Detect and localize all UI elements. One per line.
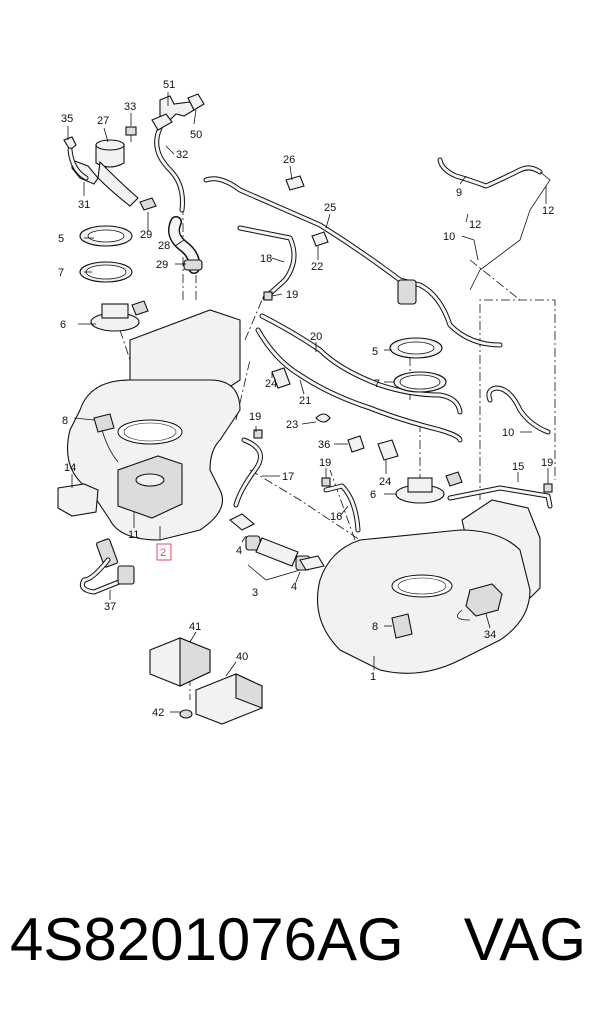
- callout-7: 7: [58, 267, 64, 279]
- wiring-harness: [79, 538, 135, 595]
- callout-3: 3: [252, 587, 258, 599]
- callout-5b: 5: [372, 346, 378, 358]
- callout-51: 51: [163, 79, 175, 91]
- highlighted-callout-box: [156, 543, 172, 561]
- callout-42: 42: [152, 707, 164, 719]
- callout-19d: 19: [319, 457, 331, 469]
- callout-17: 17: [282, 471, 294, 483]
- callout-33: 33: [124, 101, 136, 113]
- callout-23: 23: [286, 419, 298, 431]
- callout-8: 8: [62, 415, 68, 427]
- callout-32: 32: [176, 149, 188, 161]
- left-seal-stack: [79, 225, 149, 332]
- callout-22: 22: [311, 261, 323, 273]
- callout-12b: 12: [469, 219, 481, 231]
- callout-34: 34: [484, 629, 496, 641]
- right-tank-half: [316, 499, 541, 674]
- right-seal-stack: [389, 337, 463, 504]
- callout-6b: 6: [370, 489, 376, 501]
- left-tank-half: [57, 309, 263, 541]
- crossover-tube: [229, 513, 325, 581]
- callout-8b: 8: [372, 621, 378, 633]
- callout-19c: 19: [249, 411, 261, 423]
- callout-28: 28: [158, 240, 170, 252]
- callout-6: 6: [60, 319, 66, 331]
- footer: 4S8201076AG VAG: [0, 890, 600, 990]
- brand-label: VAG: [463, 906, 586, 973]
- callout-5: 5: [58, 233, 64, 245]
- control-units: [149, 637, 263, 725]
- callout-27: 27: [97, 115, 109, 127]
- callout-15: 15: [512, 461, 524, 473]
- callout-9: 9: [456, 187, 462, 199]
- callout-24: 24: [265, 378, 277, 390]
- callout-50: 50: [190, 129, 202, 141]
- callout-21: 21: [299, 395, 311, 407]
- callout-29b: 29: [156, 259, 168, 271]
- callout-1: 1: [370, 671, 376, 683]
- callout-41: 41: [189, 621, 201, 633]
- callout-leaders: [67, 92, 549, 713]
- callout-26: 26: [283, 154, 295, 166]
- filler-neck-group: [63, 93, 205, 274]
- callout-4: 4: [236, 545, 242, 557]
- callout-18: 18: [260, 253, 272, 265]
- part-number: 4S8201076AG: [10, 906, 404, 973]
- callout-24b: 24: [379, 476, 391, 488]
- callout-14: 14: [64, 462, 76, 474]
- callout-19: 19: [286, 289, 298, 301]
- callout-19e: 19: [541, 457, 553, 469]
- callout-16: 16: [330, 511, 342, 523]
- callout-2-highlighted: 2: [160, 547, 166, 559]
- callout-35: 35: [61, 113, 73, 125]
- callout-20: 20: [310, 331, 322, 343]
- callout-10b: 10: [502, 427, 514, 439]
- fuel-tank-exploded-diagram: 51 33 35 27 50 32 31 29 28 29 26 25 18 2…: [57, 79, 556, 725]
- callout-29: 29: [140, 229, 152, 241]
- callout-36: 36: [318, 439, 330, 451]
- callout-7b: 7: [374, 378, 380, 390]
- callout-11: 11: [128, 529, 139, 541]
- callout-25: 25: [324, 202, 336, 214]
- callout-40: 40: [236, 651, 248, 663]
- callout-37: 37: [104, 601, 116, 613]
- callout-31: 31: [78, 199, 90, 211]
- callout-labels: 51 33 35 27 50 32 31 29 28 29 26 25 18 2…: [58, 79, 554, 719]
- fuel-lines: [203, 157, 553, 533]
- callout-10: 10: [443, 231, 455, 243]
- callout-12: 12: [542, 205, 554, 217]
- callout-4b: 4: [291, 581, 297, 593]
